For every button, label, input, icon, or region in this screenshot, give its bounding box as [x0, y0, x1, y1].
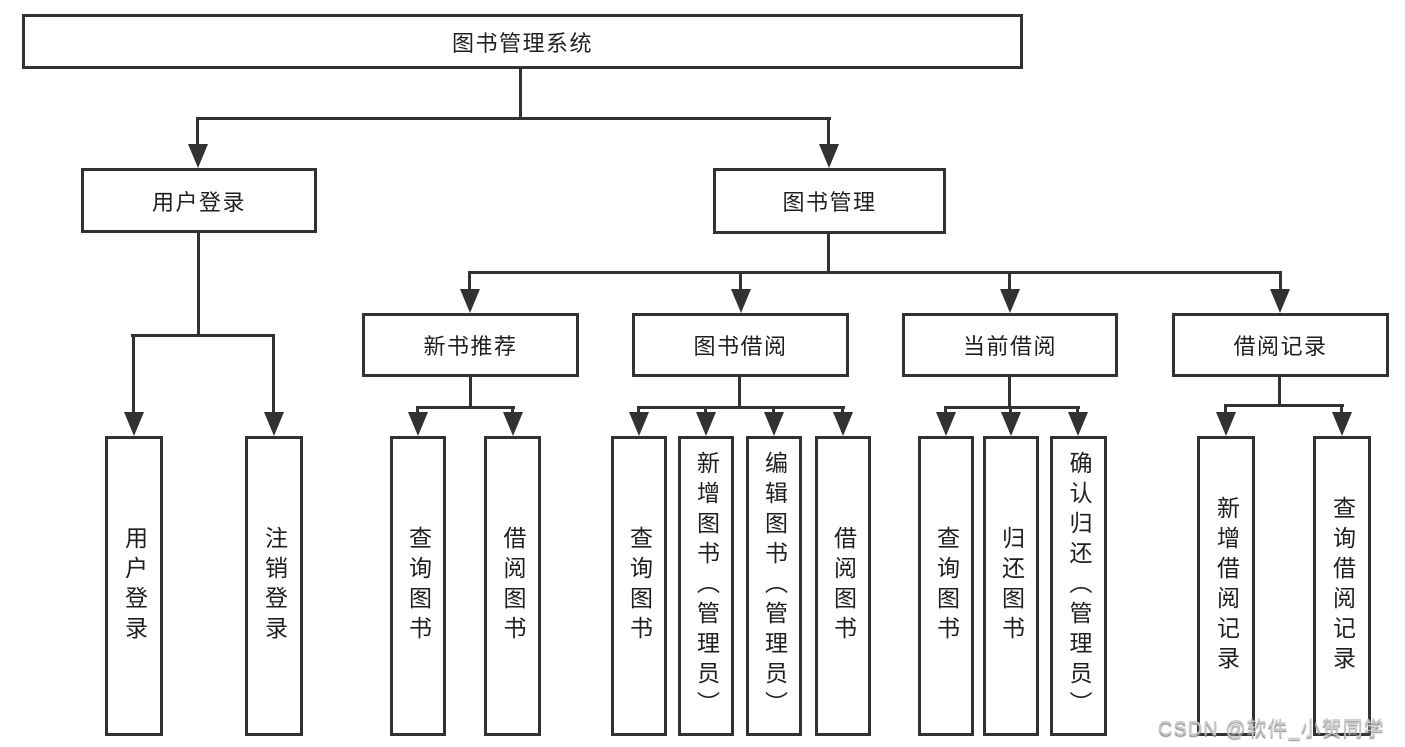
- csdn-watermark: CSDN @软件_小贺同学: [1158, 718, 1385, 740]
- arrow-down-icon: [1332, 412, 1352, 436]
- connector-line: [704, 406, 707, 415]
- leaf-query-books-borrowing: 查询图书: [611, 436, 667, 736]
- arrow-down-icon: [264, 412, 284, 436]
- arrow-down-icon: [188, 144, 208, 168]
- arrow-down-icon: [696, 412, 716, 436]
- arrow-down-icon: [460, 289, 480, 313]
- connector-line: [1224, 404, 1227, 415]
- arrow-down-icon: [408, 412, 428, 436]
- node-borrowing-records: 借阅记录: [1172, 313, 1389, 377]
- leaf-add-borrow-record: 新增借阅记录: [1197, 436, 1255, 736]
- connector-line: [1008, 376, 1011, 408]
- connector-line: [196, 117, 199, 150]
- connector-line: [1009, 406, 1012, 415]
- connector-line: [739, 271, 742, 295]
- connector-line: [131, 334, 275, 337]
- arrow-down-icon: [124, 412, 144, 436]
- connector-line: [827, 233, 830, 274]
- connector-line: [469, 376, 472, 408]
- leaf-edit-book-admin: 编辑图书（管理员）: [746, 436, 802, 736]
- connector-line: [196, 117, 831, 120]
- connector-line: [637, 406, 640, 415]
- connector-line: [272, 334, 275, 416]
- arrow-down-icon: [1000, 289, 1020, 313]
- arrow-down-icon: [764, 412, 784, 436]
- connector-line: [468, 271, 1282, 274]
- arrow-down-icon: [1001, 412, 1021, 436]
- connector-line: [1279, 271, 1282, 295]
- arrow-down-icon: [833, 412, 853, 436]
- leaf-logout: 注销登录: [245, 436, 303, 736]
- leaf-confirm-return-admin: 确认归还（管理员）: [1050, 436, 1107, 736]
- connector-line: [944, 406, 1080, 409]
- connector-line: [1278, 376, 1281, 406]
- connector-line: [416, 406, 515, 409]
- leaf-borrow-books-borrowing: 借阅图书: [815, 436, 871, 736]
- connector-line: [511, 406, 514, 415]
- connector-line: [1340, 404, 1343, 415]
- node-library-management-system: 图书管理系统: [22, 14, 1023, 69]
- connector-line: [827, 117, 830, 150]
- arrow-down-icon: [629, 412, 649, 436]
- arrow-down-icon: [936, 412, 956, 436]
- connector-line: [637, 406, 845, 409]
- node-new-book-recommendation: 新书推荐: [362, 313, 579, 377]
- node-current-borrowing: 当前借阅: [902, 313, 1118, 377]
- connector-line: [841, 406, 844, 415]
- leaf-user-login: 用户登录: [105, 436, 163, 736]
- leaf-return-book: 归还图书: [983, 436, 1039, 736]
- leaf-query-books-current: 查询图书: [918, 436, 974, 736]
- connector-line: [772, 406, 775, 415]
- leaf-borrow-books-recommend: 借阅图书: [484, 436, 541, 736]
- leaf-query-borrow-record: 查询借阅记录: [1313, 436, 1371, 736]
- connector-line: [738, 376, 741, 408]
- arrow-down-icon: [1216, 412, 1236, 436]
- leaf-query-books-recommend: 查询图书: [390, 436, 446, 736]
- node-book-management: 图书管理: [713, 168, 946, 234]
- connector-line: [416, 406, 419, 415]
- arrow-down-icon: [1270, 289, 1290, 313]
- connector-line: [1008, 271, 1011, 295]
- connector-line: [1224, 404, 1344, 407]
- node-user-login: 用户登录: [81, 168, 317, 233]
- connector-line: [197, 232, 200, 336]
- node-book-borrowing: 图书借阅: [632, 313, 849, 377]
- arrow-down-icon: [1068, 412, 1088, 436]
- leaf-add-book-admin: 新增图书（管理员）: [678, 436, 734, 736]
- connector-line: [944, 406, 947, 415]
- connector-line: [1076, 406, 1079, 415]
- arrow-down-icon: [731, 289, 751, 313]
- connector-line: [132, 334, 135, 416]
- connector-line: [468, 271, 471, 295]
- connector-line: [519, 68, 522, 118]
- arrow-down-icon: [503, 412, 523, 436]
- arrow-down-icon: [819, 144, 839, 168]
